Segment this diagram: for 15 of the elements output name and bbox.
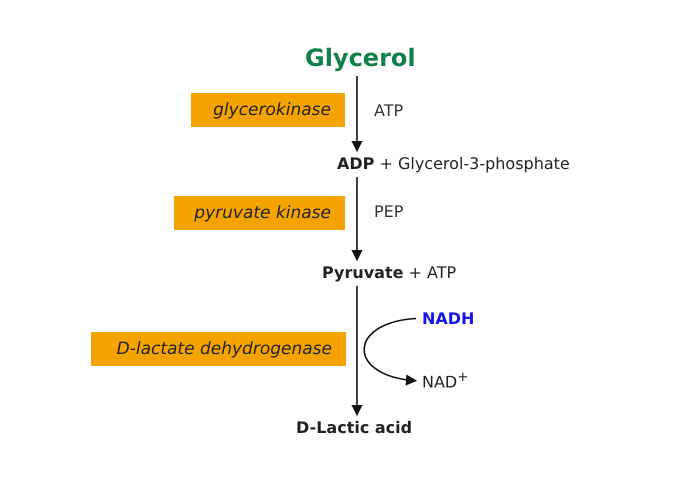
substrate-label: Glycerol	[305, 44, 416, 72]
cofactor-label: NAD$^{+}$	[422, 370, 468, 392]
enzyme-box: glycerokinase	[191, 93, 345, 127]
arrow	[351, 286, 363, 416]
product-label: Pyruvate + ATP	[322, 263, 456, 282]
enzyme-box: D-lactate dehydrogenase	[91, 332, 346, 366]
edge-label: ATP	[374, 101, 404, 120]
edge-label: PEP	[374, 202, 404, 221]
arrow	[351, 76, 363, 152]
cofactor-label: NADH	[422, 309, 474, 328]
product-label: ADP + Glycerol-3-phosphate	[337, 154, 570, 173]
arrow	[351, 177, 363, 262]
enzyme-box: pyruvate kinase	[174, 196, 345, 230]
curved-arrow	[363, 318, 418, 385]
product-label: D-Lactic acid	[296, 418, 412, 437]
